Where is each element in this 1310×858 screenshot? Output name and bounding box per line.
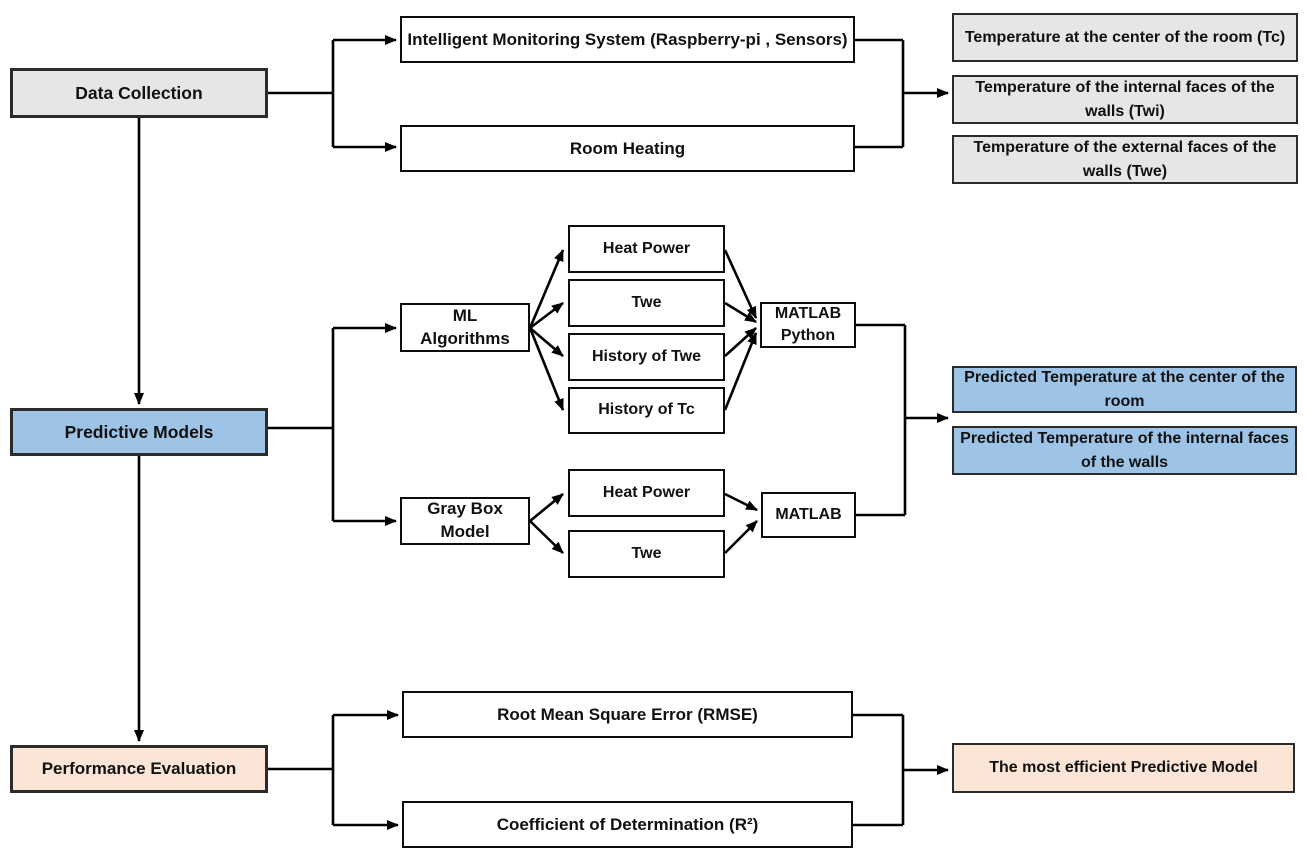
node-gray-box-model: Gray Box Model <box>400 497 530 545</box>
node-predicted-temperature-center: Predicted Temperature at the center of t… <box>952 366 1297 413</box>
node-gb-input-twe: Twe <box>568 530 725 578</box>
node-ml-input-history-twe: History of Twe <box>568 333 725 381</box>
node-temperature-internal: Temperature of the internal faces of the… <box>952 75 1298 124</box>
node-intelligent-monitoring-system: Intelligent Monitoring System (Raspberry… <box>400 16 855 63</box>
node-room-heating: Room Heating <box>400 125 855 172</box>
node-matlab-python: MATLAB Python <box>760 302 856 348</box>
node-predictive-models: Predictive Models <box>10 408 268 456</box>
node-temperature-center: Temperature at the center of the room (T… <box>952 13 1298 62</box>
node-ml-input-twe: Twe <box>568 279 725 327</box>
node-most-efficient-model: The most efficient Predictive Model <box>952 743 1295 793</box>
node-ml-input-heat-power: Heat Power <box>568 225 725 273</box>
node-ml-algorithms: ML Algorithms <box>400 303 530 352</box>
node-r-squared: Coefficient of Determination (R²) <box>402 801 853 848</box>
node-predicted-temperature-internal: Predicted Temperature of the internal fa… <box>952 426 1297 475</box>
node-data-collection: Data Collection <box>10 68 268 118</box>
node-performance-evaluation: Performance Evaluation <box>10 745 268 793</box>
node-rmse: Root Mean Square Error (RMSE) <box>402 691 853 738</box>
node-ml-input-history-tc: History of Tc <box>568 387 725 434</box>
node-matlab: MATLAB <box>761 492 856 538</box>
node-gb-input-heat-power: Heat Power <box>568 469 725 517</box>
node-temperature-external: Temperature of the external faces of the… <box>952 135 1298 184</box>
